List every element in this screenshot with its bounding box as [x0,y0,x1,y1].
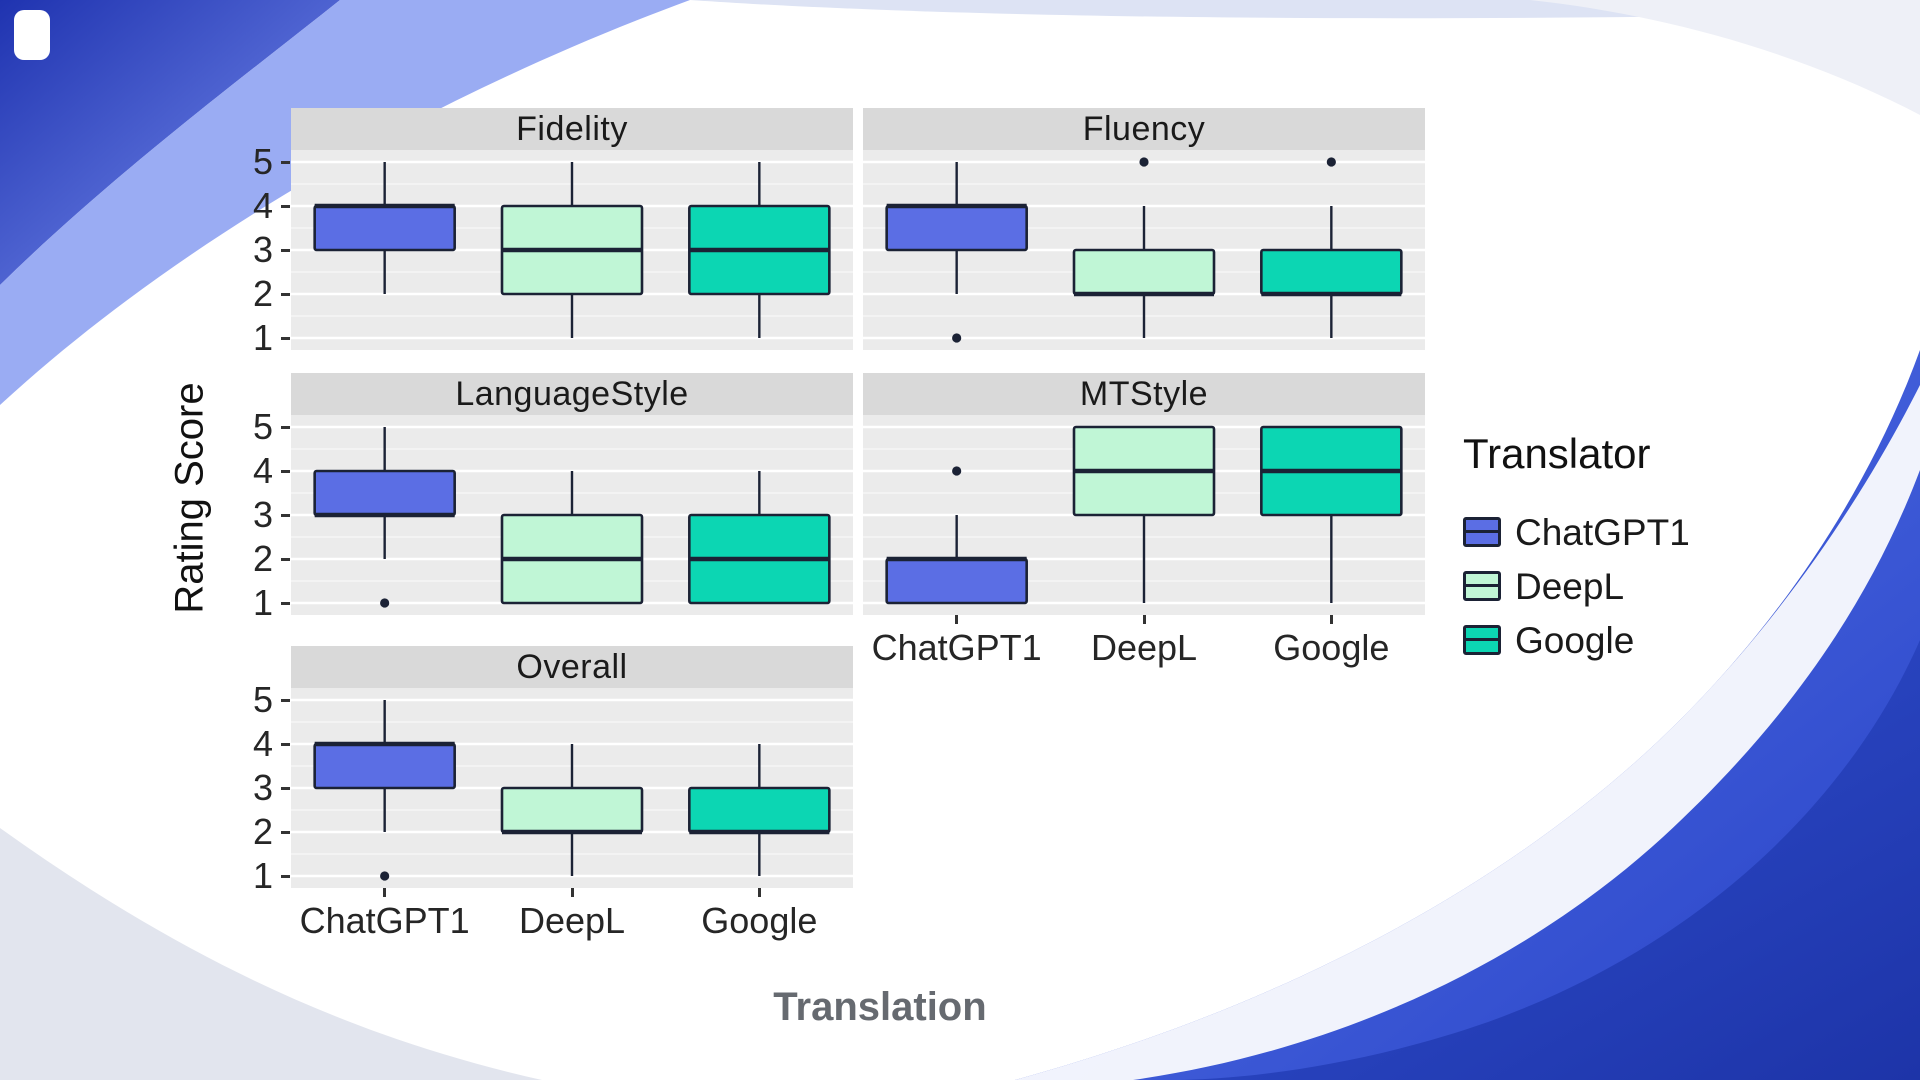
box-mtstyle-chatgpt1 [885,466,1028,605]
y-tick-label: 1 [252,317,273,358]
facet-plot-area [863,157,1425,343]
box-languagestyle-deepl [500,471,644,605]
y-tick-mark [281,601,290,605]
facet-strip-languagestyle: LanguageStyle [291,373,853,415]
x-tick-mark [570,888,574,897]
y-tick-label: 1 [252,855,273,896]
y-tick-mark [281,425,290,429]
x-tick-mark [757,888,761,897]
box-fidelity-chatgpt1 [313,162,456,294]
x-tick-mark [1142,615,1146,624]
x-tick-label-chatgpt1: ChatGPT1 [299,900,470,941]
y-tick-label: 2 [252,811,273,852]
facet-plot-area [863,425,1425,605]
legend-item-chatgpt1: ChatGPT1 [1463,512,1690,552]
y-tick-mark [281,469,290,473]
swoosh-top-left-dark [0,0,340,285]
legend-key-boxplot-icon [1463,517,1501,547]
swoosh-bottom-right-main [1015,350,1920,1080]
y-axis-title: Rating Score [167,382,212,614]
facet-strip-fluency: Fluency [863,108,1425,150]
y-tick-mark [281,336,290,340]
x-tick-mark [1329,615,1333,624]
y-tick-mark [281,160,290,164]
y-tick-mark [281,204,290,208]
x-tick-label-deepl: DeepL [518,900,626,941]
x-tick-label-google: Google [701,900,818,941]
y-tick-mark [281,742,290,746]
x-axis-title: Translation [773,985,987,1029]
facet-panel-overall [291,688,853,888]
y-tick-mark [281,292,290,296]
facet-plot-area [291,425,853,608]
legend-key-boxplot-icon [1463,625,1501,655]
y-tick-label: 3 [252,494,273,535]
y-tick-label: 4 [252,450,273,491]
x-tick-label-chatgpt1: ChatGPT1 [871,627,1042,668]
box-fluency-deepl [1072,157,1216,338]
facet-strip-fidelity: Fidelity [291,108,853,150]
y-tick-label: 5 [252,141,273,182]
legend-item-label: ChatGPT1 [1515,511,1690,553]
facet-plot-area [291,160,853,340]
swoosh-top-right-grey [1530,0,1920,115]
y-tick-label: 5 [252,406,273,447]
swoosh-bottom-right-white [1015,385,1920,1080]
y-tick-mark [281,698,290,702]
x-tick-label-google: Google [1273,627,1390,668]
y-tick-mark [281,786,290,790]
y-tick-label: 2 [252,538,273,579]
y-tick-label: 4 [252,723,273,764]
x-tick-label-deepl: DeepL [1090,627,1198,668]
x-tick-mark [383,888,387,897]
box-overall-deepl [500,744,644,876]
facet-panel-languagestyle [291,415,853,615]
y-tick-label: 5 [252,679,273,720]
y-tick-label: 3 [252,229,273,270]
box-overall-google [688,744,831,876]
legend-item-deepl: DeepL [1463,566,1690,606]
legend-title: Translator [1463,430,1651,477]
y-tick-label: 1 [252,582,273,623]
corner-chip [14,10,50,60]
box-mtstyle-google [1260,425,1403,603]
y-tick-label: 2 [252,273,273,314]
facet-strip-mtstyle: MTStyle [863,373,1425,415]
facet-strip-overall: Overall [291,646,853,688]
facet-panel-fluency [863,150,1425,350]
box-fidelity-google [688,162,831,338]
legend-item-label: DeepL [1515,565,1625,607]
legend-item-label: Google [1515,619,1635,661]
box-overall-chatgpt1 [313,700,456,881]
y-tick-label: 3 [252,767,273,808]
swoosh-bottom-band [1168,640,1920,1080]
y-tick-mark [281,830,290,834]
x-tick-mark [955,615,959,624]
y-tick-label: 4 [252,185,273,226]
box-fluency-chatgpt1 [885,162,1028,343]
facet-panel-fidelity [291,150,853,350]
box-fluency-google [1260,157,1403,338]
swoosh-bottom-left-grey [0,828,542,1080]
box-fidelity-deepl [500,162,644,338]
legend-item-google: Google [1463,620,1690,660]
facet-plot-area [291,698,853,881]
y-tick-mark [281,557,290,561]
y-tick-mark [281,248,290,252]
legend-key-boxplot-icon [1463,571,1501,601]
box-mtstyle-deepl [1072,425,1216,603]
facet-panel-mtstyle [863,415,1425,615]
y-tick-mark [281,513,290,517]
box-languagestyle-google [688,471,831,605]
swoosh-top-left-light [0,0,690,405]
y-tick-mark [281,874,290,878]
box-languagestyle-chatgpt1 [313,427,456,608]
